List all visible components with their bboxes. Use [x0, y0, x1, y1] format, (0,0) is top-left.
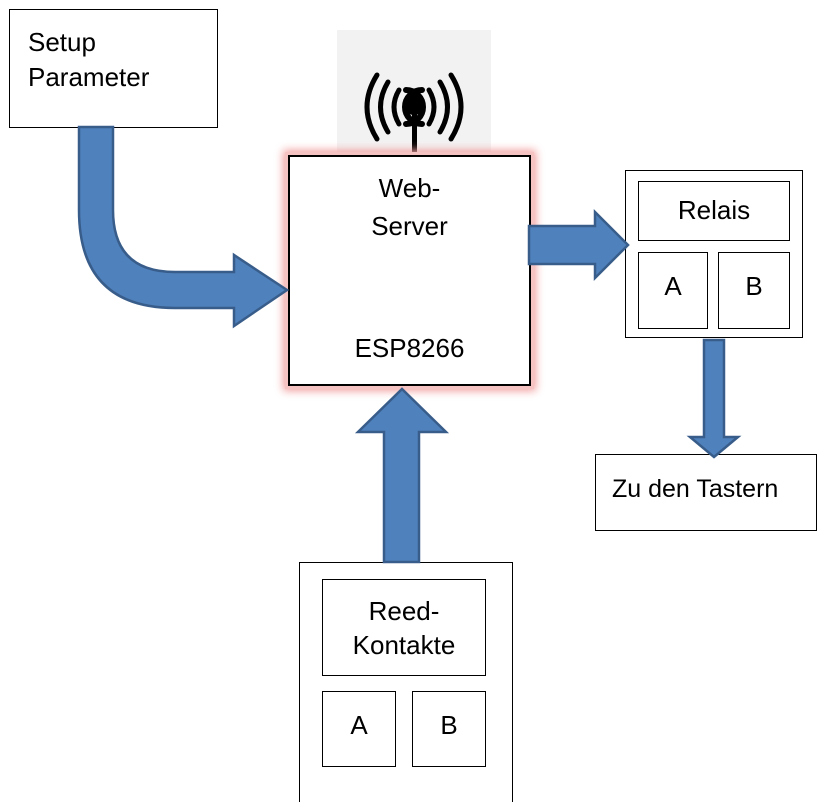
- web-server-box: Web- Server ESP8266: [288, 155, 531, 386]
- relais-b-box: B: [718, 252, 790, 329]
- relais-module: Relais A B: [625, 170, 803, 338]
- server-chip-label: ESP8266: [354, 333, 465, 363]
- relais-a-label: A: [664, 271, 682, 301]
- reed-title-box: Reed- Kontakte: [322, 579, 486, 676]
- zu-den-tastern-box: Zu den Tastern: [595, 454, 817, 531]
- reed-a-label: A: [350, 710, 368, 740]
- zu-den-tastern-label: Zu den Tastern: [612, 475, 779, 503]
- setup-parameter-box: Setup Parameter: [9, 9, 218, 128]
- relais-a-box: A: [638, 252, 708, 329]
- flow-arrows: [77, 125, 742, 564]
- reed-a-box: A: [322, 691, 396, 767]
- relais-b-label: B: [745, 271, 763, 301]
- setup-label-line2: Parameter: [28, 62, 150, 92]
- relais-title-box: Relais: [638, 181, 790, 241]
- reed-b-box: B: [412, 691, 486, 767]
- server-label-line2: Server: [371, 211, 448, 241]
- reed-to-server-arrow: [354, 387, 450, 564]
- setup-label-line1: Setup: [28, 27, 96, 57]
- reed-label-line2: Kontakte: [352, 630, 456, 660]
- setup-to-server-arrow: [77, 125, 290, 329]
- reed-label-line1: Reed-: [368, 596, 440, 626]
- relais-to-tastern-arrow: [686, 338, 742, 459]
- wifi-antenna-icon: [337, 30, 491, 154]
- server-to-relais-arrow: [527, 208, 630, 282]
- reed-b-label: B: [440, 710, 458, 740]
- server-label-line1: Web-: [378, 173, 441, 203]
- relais-title: Relais: [677, 195, 751, 225]
- reed-kontakte-module: Reed- Kontakte A B: [299, 562, 513, 802]
